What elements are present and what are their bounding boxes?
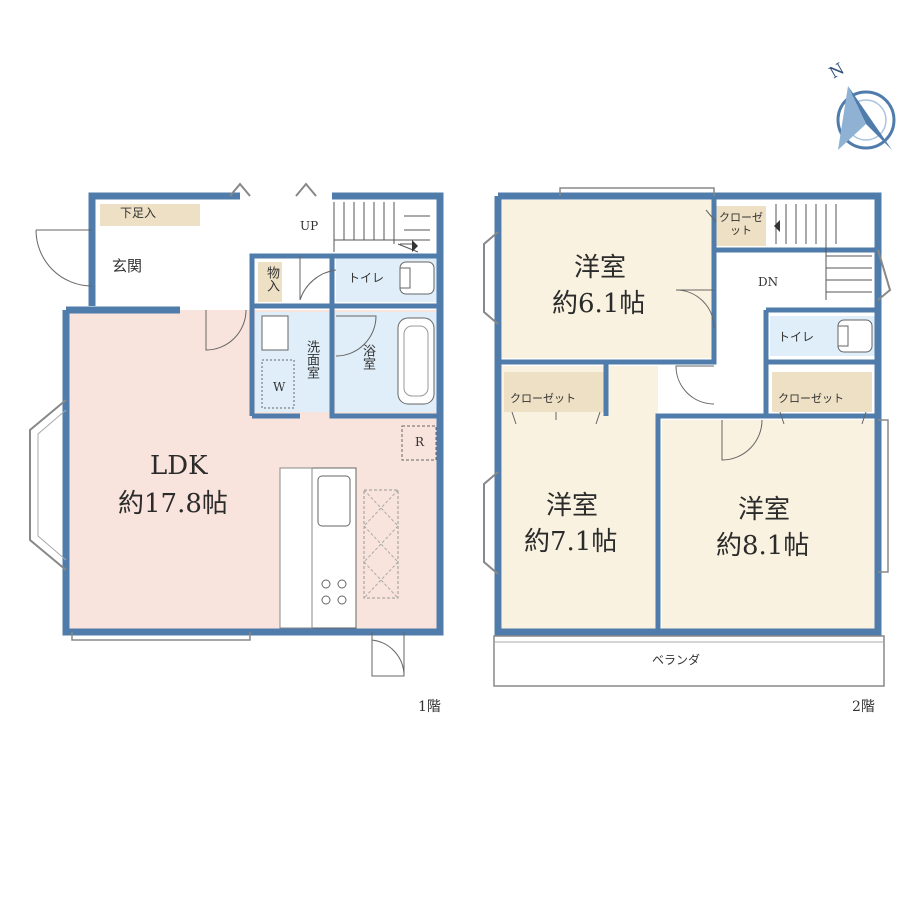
closet-b-box [504, 372, 604, 412]
floor2-inner-walls [498, 196, 878, 632]
room-c-side-window [878, 419, 889, 573]
floor-1-plan [29, 182, 444, 677]
left-bay-window [29, 399, 67, 571]
stair-window [877, 249, 892, 301]
entry-door [35, 229, 93, 287]
ldk-name: LDK [150, 451, 208, 481]
kitchen-counter [311, 467, 357, 629]
closet-c-doors [779, 411, 867, 425]
room-b-name: 洋室 [546, 491, 599, 521]
veranda-label: ベランダ [652, 653, 701, 667]
compass [836, 86, 896, 150]
washer-label: W [273, 380, 286, 394]
geta-label: 下足入 [120, 206, 157, 220]
floor2-outer-wall [494, 192, 882, 636]
room-c-door [721, 419, 763, 461]
floor1-outer-wall [62, 192, 444, 636]
compass-needle [848, 86, 892, 150]
closet-b-doors [511, 411, 601, 425]
closet-c-box [772, 372, 872, 412]
room-a-floor [502, 200, 714, 358]
floor-2-plan [483, 187, 892, 687]
storage-label: 物入 [263, 266, 279, 292]
washer-space [261, 359, 295, 409]
bottom-window-1 [71, 632, 251, 641]
toilet1-label: トイレ [348, 271, 385, 285]
storage-box [258, 262, 282, 302]
up-label: UP [300, 219, 319, 233]
dn-label: DN [758, 275, 779, 289]
stairs-1 [333, 202, 430, 253]
fridge-label: R [415, 435, 425, 449]
floor2-label: 2階 [852, 699, 875, 715]
room-c-size: 約8.1帖 [716, 531, 810, 561]
stairs-arrow-1 [412, 240, 418, 252]
veranda [493, 635, 885, 687]
room-c-floor [662, 420, 878, 632]
kitchen-island [279, 467, 313, 629]
bathtub [397, 317, 435, 405]
kitchen-cabinets [363, 489, 399, 599]
genkan-label: 玄関 [112, 257, 143, 275]
washbasin [261, 315, 289, 351]
room-a-size: 約6.1帖 [552, 289, 646, 319]
stairs-arrow-2 [774, 220, 780, 232]
washroom-label: 洗面室 [303, 340, 319, 379]
bath-label: 浴室 [359, 344, 375, 370]
room-b-door [675, 365, 715, 405]
ldk-size: 約17.8帖 [118, 489, 228, 519]
room-b-size: 約7.1帖 [524, 527, 618, 557]
floor1-entry-wall [88, 192, 240, 306]
room-b-window [483, 471, 499, 575]
toilet-door [299, 256, 337, 301]
top-window-2 [295, 182, 317, 197]
room-a-door [675, 289, 715, 329]
floor1-label: 1階 [418, 699, 441, 715]
ldk-door [205, 309, 247, 351]
top-window-2f [559, 187, 715, 196]
sink [317, 475, 351, 527]
back-door [371, 632, 405, 677]
top-window-1 [229, 182, 251, 197]
floor1-wet-walls [249, 253, 440, 419]
stove [321, 579, 331, 589]
room-a-name: 洋室 [574, 253, 627, 283]
room-c-name: 洋室 [738, 495, 791, 525]
closet-top-door [705, 209, 717, 223]
geta-box [100, 204, 200, 226]
fridge-space [401, 425, 437, 461]
closet-top-label: クローゼット [719, 211, 763, 237]
closet-top-box [716, 206, 766, 246]
closet-b-label: クローゼット [510, 392, 576, 405]
toilet2-label: トイレ [778, 330, 815, 344]
closet-c-label: クローゼット [778, 392, 844, 405]
bath-door [335, 315, 377, 357]
room-a-window [483, 231, 499, 325]
